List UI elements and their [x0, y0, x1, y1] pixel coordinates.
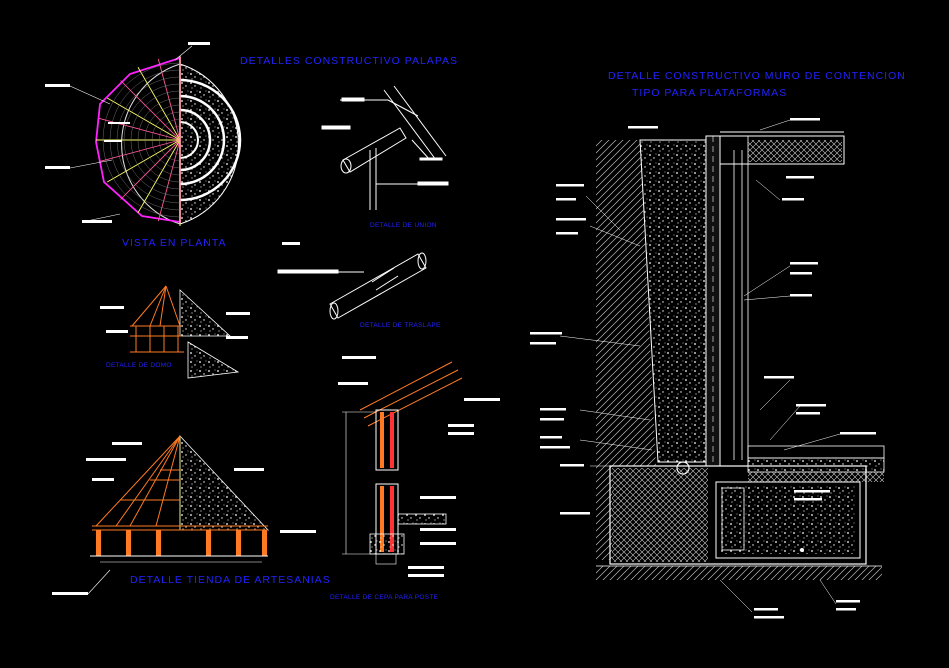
title-retaining-wall: DETALLE CONSTRUCTIVO MURO DE CONTENCION — [608, 70, 906, 82]
annotation-tag — [530, 342, 556, 345]
roof-ring — [130, 90, 181, 190]
annotation-tag — [790, 272, 812, 275]
annotation-tag — [796, 412, 820, 415]
annotation-tag — [796, 404, 826, 407]
label-plan-view: VISTA EN PLANTA — [122, 237, 227, 249]
wooden-post — [206, 530, 211, 556]
label-overlap-detail: DETALLE DE TRASLAPE — [360, 322, 441, 329]
annotation-tag — [794, 490, 830, 493]
annotation-tag — [790, 118, 820, 121]
annotation-tag — [790, 294, 812, 297]
annotation-tag — [540, 408, 566, 411]
annotation-tag — [556, 198, 576, 201]
annotation-tag — [754, 616, 784, 619]
annotation-tag — [794, 498, 822, 501]
annotation-tag — [540, 446, 570, 449]
annotation-tag — [754, 608, 778, 611]
label-dome-detail: DETALLE DE DOMO — [106, 362, 172, 369]
wooden-post — [236, 530, 241, 556]
annotation-tag — [840, 432, 876, 435]
title-retaining-wall-subtitle: TIPO PARA PLATAFORMAS — [632, 87, 788, 99]
title-palapas: DETALLES CONSTRUCTIVO PALAPAS — [240, 55, 459, 67]
annotation-tag — [556, 232, 578, 235]
overlap-detail — [277, 252, 427, 320]
wooden-post — [96, 530, 101, 556]
label-union-detail: DETALLE DE UNION — [370, 222, 437, 229]
annotation-tag — [556, 218, 586, 221]
roof-ring — [144, 104, 181, 176]
retaining-wall-section — [530, 118, 885, 619]
craft-store-elevation — [52, 434, 316, 595]
annotation-tag — [782, 198, 804, 201]
annotation-tag — [836, 608, 856, 611]
post-trench-detail — [338, 356, 500, 577]
annotation-tag — [628, 126, 658, 129]
annotation-tag — [530, 332, 562, 335]
wooden-post — [156, 530, 161, 556]
roof-ring — [151, 111, 181, 169]
roof-ring — [158, 118, 181, 162]
annotation-tag — [764, 376, 794, 379]
roof-ring — [102, 62, 181, 218]
roof-ring — [165, 125, 181, 155]
annotation-tag — [540, 436, 562, 439]
plan-view-roof — [45, 42, 300, 245]
dome-detail — [100, 285, 250, 379]
annotation-tag — [560, 464, 584, 467]
annotation-tag — [786, 176, 814, 179]
annotation-tag — [556, 184, 584, 187]
wooden-post — [126, 530, 131, 556]
annotation-tag — [790, 262, 818, 265]
annotation-tag — [540, 418, 564, 421]
wooden-post — [262, 530, 267, 556]
annotation-tag — [560, 512, 590, 515]
union-detail — [321, 85, 449, 210]
label-post-trench-detail: DETALLE DE CEPA PARA POSTE — [330, 594, 439, 601]
annotation-tag — [836, 600, 860, 603]
label-craft-store: DETALLE TIENDA DE ARTESANIAS — [130, 574, 331, 586]
